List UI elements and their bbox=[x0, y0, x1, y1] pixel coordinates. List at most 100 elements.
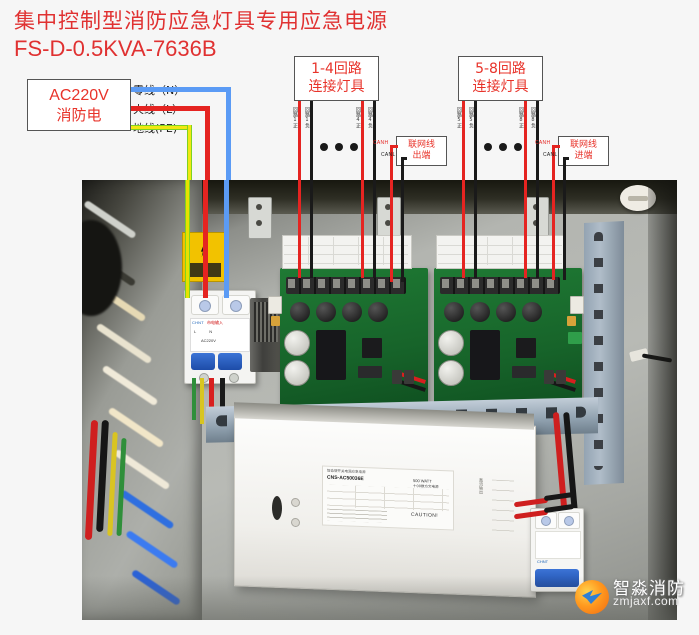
callout-ac220v: AC220V 消防电 bbox=[27, 79, 131, 131]
photo-wire-ground bbox=[185, 180, 190, 298]
pcb-1-bulk-cap-1 bbox=[284, 330, 310, 356]
photo-wire-can-in-l bbox=[563, 180, 566, 280]
callout-circuit-5-8-line1: 5-8回路 bbox=[475, 61, 526, 78]
cabinet-right-rail-holes bbox=[594, 231, 603, 471]
pcb-2-connector-amber bbox=[567, 316, 576, 326]
pcb-1-mcu-chip bbox=[362, 338, 382, 358]
wire-canl-out-horizontal bbox=[401, 157, 407, 160]
pcb-2-battery-terminal-black bbox=[556, 370, 566, 384]
pcb-1-battery-terminal-black bbox=[404, 370, 414, 384]
pcb-2-capacitor-4 bbox=[522, 302, 542, 322]
wire-canl-in-horizontal bbox=[563, 157, 569, 160]
vlabel-circuit-1-positive: 回路1正 bbox=[292, 107, 298, 128]
callout-network-in-line2: 进端 bbox=[574, 151, 593, 161]
callout-network-out: 联网线 出端 bbox=[396, 136, 447, 166]
pcb-2-ic-chip bbox=[512, 366, 536, 378]
callout-circuit-1-4-line1: 1-4回路 bbox=[311, 61, 362, 78]
watermark-url: zmjaxf.com bbox=[613, 594, 679, 608]
mounting-bracket-left-hole-1 bbox=[256, 204, 262, 210]
page-title: 集中控制型消防应急灯具专用应急电源 FS-D-0.5KVA-7636B bbox=[14, 8, 388, 62]
vlabel-circuit-1-negative: 回路1负 bbox=[304, 107, 310, 128]
psu-screw-2 bbox=[291, 517, 300, 528]
pcb-2-terminal-screws bbox=[442, 279, 558, 288]
wire-ground-horizontal bbox=[131, 125, 192, 130]
photo-wire-c8-pos bbox=[524, 180, 527, 278]
callout-circuit-5-8: 5-8回路 连接灯具 bbox=[458, 56, 543, 101]
photo-wire-c5-neg bbox=[474, 180, 477, 278]
pcb-1-legend-rows bbox=[284, 237, 408, 265]
photo-wire-can-out-h bbox=[390, 180, 393, 282]
callout-circuit-1-4-line2: 连接灯具 bbox=[308, 78, 365, 95]
product-photo: CHNT 市电输入 L N AC220V bbox=[82, 180, 677, 620]
label-canl-out: CANL bbox=[381, 152, 396, 158]
pcb-2-legend-rows bbox=[438, 237, 562, 265]
vlabel-circuit-8-negative: 回路8负 bbox=[530, 107, 536, 128]
psu-vent-oval bbox=[272, 495, 282, 521]
vlabel-circuit-8-positive: 回路8正 bbox=[518, 107, 524, 128]
cabinet-right-shadow bbox=[648, 180, 677, 620]
pcb-1-transformer bbox=[316, 330, 346, 380]
callout-network-out-line1: 联网线 bbox=[407, 140, 435, 151]
vlabel-circuit-5-negative: 回路5负 bbox=[468, 107, 474, 128]
wire-live-horizontal bbox=[131, 106, 210, 111]
wire-ground-vertical bbox=[187, 125, 192, 197]
ellipsis-circuits-1-4 bbox=[320, 143, 358, 151]
breaker-output-wire-yellow bbox=[200, 378, 204, 424]
main-circuit-breaker: CHNT 市电输入 L N AC220V bbox=[184, 290, 256, 384]
callout-circuit-1-4: 1-4回路 连接灯具 bbox=[294, 56, 379, 101]
pcb-2-bulk-cap-2 bbox=[438, 360, 464, 386]
photo-wire-live bbox=[203, 180, 208, 298]
label-canh-in: CANH bbox=[535, 140, 551, 146]
wire-neutral-horizontal bbox=[131, 87, 231, 92]
pcb-1-bulk-cap-2 bbox=[284, 360, 310, 386]
photo-wire-c4-pos bbox=[361, 180, 364, 278]
vlabel-circuit-4-negative: 回路4负 bbox=[367, 107, 373, 128]
wire-live-vertical bbox=[205, 106, 210, 197]
photo-wire-c4-neg bbox=[373, 180, 376, 278]
psu-terminal-print bbox=[492, 479, 514, 539]
pcb-2-connector-white bbox=[570, 296, 584, 314]
pcb-1-ic-chip bbox=[358, 366, 382, 378]
mounting-bracket-mid-hole-2 bbox=[385, 220, 391, 226]
pcb-1-connector-white bbox=[268, 296, 282, 314]
psu-screw-1 bbox=[291, 497, 300, 508]
watermark-brand: 智淼消防 bbox=[613, 579, 685, 599]
wire-canh-out-horizontal bbox=[390, 145, 398, 148]
pcb-2-mcu-chip bbox=[516, 338, 536, 358]
cabinet-right-rail bbox=[584, 220, 624, 486]
photo-wire-neutral bbox=[224, 180, 229, 298]
mounting-bracket-left-hole-2 bbox=[256, 220, 262, 226]
photo-wire-can-in-h bbox=[552, 180, 555, 280]
photo-wire-c1-neg bbox=[310, 180, 313, 278]
watermark-logo-icon bbox=[575, 580, 609, 614]
cabinet-top-fitting-slot bbox=[628, 196, 648, 201]
ellipsis-circuits-5-8 bbox=[484, 143, 522, 151]
label-canl-in: CANL bbox=[543, 152, 558, 158]
title-model-number: FS-D-0.5KVA-7636B bbox=[14, 36, 217, 61]
photo-wire-can-out-l bbox=[401, 180, 404, 282]
title-line-chinese: 集中控制型消防应急灯具专用应急电源 bbox=[14, 9, 388, 33]
breaker-output-wire-green bbox=[192, 378, 196, 420]
callout-network-in-line1: 联网线 bbox=[569, 140, 597, 151]
callout-network-out-line2: 出端 bbox=[412, 151, 431, 161]
watermark: 智淼消防 zmjaxf.com bbox=[575, 572, 695, 620]
pcb-1-capacitor-3 bbox=[342, 302, 362, 322]
pcb-2-capacitor-2 bbox=[470, 302, 490, 322]
callout-ac220v-line2: 消防电 bbox=[56, 105, 102, 124]
pcb-1-connector-amber bbox=[271, 316, 280, 326]
photo-wire-c5-pos bbox=[462, 180, 465, 278]
photo-wire-c1-pos bbox=[298, 180, 301, 278]
psu-spec-label: 智淼牌开关电源应急电源 CNS-AC50036E 500 WATT 十00数方文… bbox=[322, 465, 454, 531]
pcb-2-transformer bbox=[470, 330, 500, 380]
pcb-1-capacitor-4 bbox=[368, 302, 388, 322]
psu-terminal-text: 直流输出 bbox=[479, 477, 484, 495]
pcb-1-battery-terminal-red bbox=[392, 370, 402, 384]
pcb-2-capacitor-3 bbox=[496, 302, 516, 322]
pcb-1-capacitor-2 bbox=[316, 302, 336, 322]
wire-canh-in-horizontal bbox=[552, 145, 560, 148]
callout-network-in: 联网线 进端 bbox=[558, 136, 609, 166]
callout-circuit-5-8-line2: 连接灯具 bbox=[472, 78, 529, 95]
pcb-2-battery-terminal-red bbox=[544, 370, 554, 384]
pcb-2-capacitor-1 bbox=[444, 302, 464, 322]
